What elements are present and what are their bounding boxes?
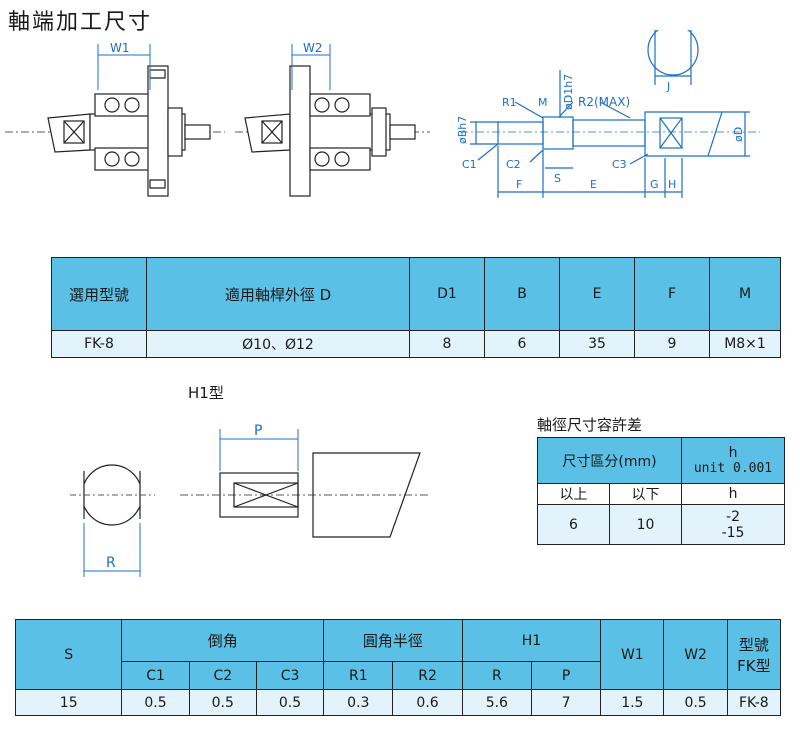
val-w1: 1.5 [600, 689, 665, 716]
sub-p: P [530, 661, 602, 690]
g-label: G [650, 178, 659, 191]
f-label: F [516, 178, 522, 191]
col-m: M [709, 257, 781, 331]
sub-r: R [461, 661, 532, 690]
col-h1: H1 [461, 619, 602, 662]
col-f: F [634, 257, 710, 331]
col-model: 選用型號 [51, 257, 147, 331]
s-label: S [554, 172, 561, 185]
model-label: 型號 [738, 635, 769, 654]
col-w1: W1 [600, 619, 665, 690]
shaft-end-drawing: W1 W2 [5, 30, 760, 198]
sub-c1: C1 [121, 661, 190, 690]
val-r2: 0.6 [392, 689, 463, 716]
val-model: FK-8 [726, 689, 782, 716]
h-values: -2 -15 [681, 504, 785, 545]
p-label: P [254, 423, 262, 439]
val-c2: 0.5 [188, 689, 257, 716]
col-model-type: 型號 FK型 [726, 619, 782, 690]
h-label: H [668, 178, 676, 191]
val-c1: 0.5 [121, 689, 190, 716]
e-label: E [590, 178, 597, 191]
cell-m: M8×1 [709, 330, 781, 358]
shaft-detail [460, 30, 760, 198]
spec-table-2: S 倒角 圓角半徑 H1 W1 W2 型號 FK型 C1 C2 C3 R1 R2… [14, 619, 782, 716]
r1-label: R1 [502, 96, 517, 109]
fk-type-label: FK型 [737, 656, 771, 675]
below-value: 10 [609, 504, 682, 545]
h-header: h unit 0.001 [681, 437, 785, 484]
sub-r1: R1 [323, 661, 394, 690]
bh7-label: øBh7 [456, 116, 469, 144]
r2max-label: R2(MAX) [578, 95, 630, 109]
cell-b: 6 [484, 330, 560, 358]
tolerance-table: 尺寸區分(mm) h unit 0.001 以上 以下 h 6 10 -2 -1… [537, 437, 785, 545]
col-shaft-dia: 適用軸桿外徑 D [146, 257, 410, 331]
c1-label: C1 [462, 158, 477, 171]
bearing-assembly-w2 [235, 65, 430, 197]
col-s: S [14, 619, 123, 690]
unit-label: unit 0.001 [693, 461, 773, 476]
w2-label: W2 [303, 41, 323, 55]
tolerance-title: 軸徑尺寸容許差 [537, 416, 643, 434]
val-c3: 0.5 [255, 689, 325, 716]
size-zone-header: 尺寸區分(mm) [537, 437, 682, 484]
val-r1: 0.3 [323, 689, 394, 716]
col-b: B [484, 257, 560, 331]
h-header-label: h [728, 445, 738, 461]
h-lower: -15 [721, 524, 745, 541]
r-label: R [106, 555, 116, 571]
m-label: M [538, 96, 548, 109]
c3-label: C3 [612, 158, 627, 171]
h-upper: -2 [726, 508, 740, 525]
h1-type-drawing: R P [70, 423, 430, 577]
col-w2: W2 [663, 619, 728, 690]
bearing-assembly-w1 [5, 65, 225, 197]
val-r: 5.6 [461, 689, 532, 716]
above-header: 以上 [537, 483, 610, 505]
sub-c3: C3 [255, 661, 325, 690]
val-w2: 0.5 [663, 689, 728, 716]
cell-f: 9 [634, 330, 710, 358]
d-label: øD [732, 127, 745, 142]
sub-c2: C2 [188, 661, 257, 690]
col-d1: D1 [409, 257, 485, 331]
page-title: 軸端加工尺寸 [8, 10, 153, 35]
cell-d1: 8 [409, 330, 485, 358]
above-value: 6 [537, 504, 610, 545]
h1-type-label: H1型 [188, 384, 224, 402]
spec-table-1: 選用型號 適用軸桿外徑 D D1 B E F M FK-8 Ø10、Ø12 8 … [51, 257, 781, 358]
cell-shaft-dia: Ø10、Ø12 [146, 330, 410, 358]
cell-model: FK-8 [51, 330, 147, 358]
below-header: 以下 [609, 483, 682, 505]
w2-dimension [291, 44, 331, 90]
sub-r2: R2 [392, 661, 463, 690]
cell-e: 35 [559, 330, 635, 358]
d1h7-label: øD1h7 [562, 74, 575, 110]
w1-dimension [97, 44, 151, 90]
w1-label: W1 [110, 41, 130, 55]
col-chamfer: 倒角 [121, 619, 325, 662]
h-subheader: h [681, 483, 785, 505]
col-e: E [559, 257, 635, 331]
val-p: 7 [530, 689, 602, 716]
col-fillet: 圓角半徑 [323, 619, 463, 662]
j-label: J [666, 80, 670, 93]
val-s: 15 [14, 689, 123, 716]
c2-label: C2 [506, 158, 521, 171]
